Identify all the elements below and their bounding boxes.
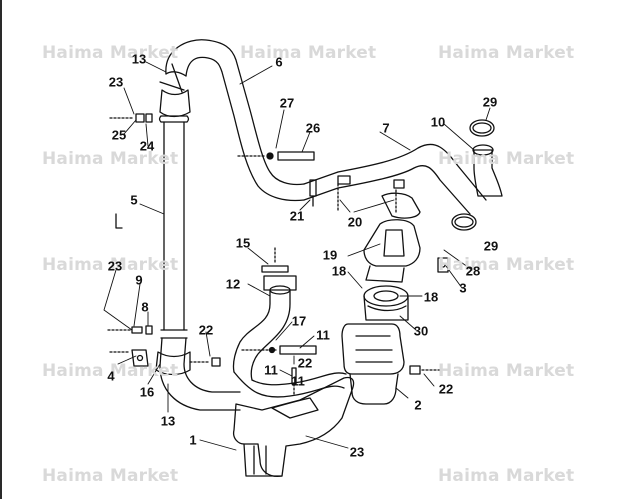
callout-12: 12	[225, 276, 241, 292]
pipe-5	[158, 115, 190, 339]
callout-27: 27	[279, 95, 295, 111]
callout-3: 3	[459, 280, 467, 296]
callout-1: 1	[189, 432, 197, 448]
callout-26: 26	[305, 120, 321, 136]
bolt-8	[107, 325, 153, 335]
duct-2	[341, 323, 405, 405]
watermark: Haima Market	[42, 43, 179, 63]
callout-21: 21	[289, 208, 305, 224]
callout-2: 2	[414, 397, 422, 413]
watermark: Haima Market	[240, 43, 377, 63]
clamp-15	[261, 247, 289, 273]
callout-18: 18	[423, 289, 439, 305]
watermark: Haima Market	[438, 466, 575, 486]
callout-29: 29	[482, 94, 498, 110]
watermark: Haima Market	[438, 361, 575, 381]
callout-28: 28	[465, 263, 481, 279]
hose-13-lower	[155, 337, 241, 411]
callout-11: 11	[264, 362, 278, 378]
leader-lines	[103, 61, 491, 451]
callout-22: 22	[438, 381, 454, 397]
callout-23: 23	[108, 74, 124, 90]
callout-22: 22	[297, 355, 313, 371]
callout-13: 13	[131, 51, 147, 67]
callout-22: 22	[198, 322, 214, 338]
watermark: Haima Market	[42, 149, 179, 169]
callout-30: 30	[413, 323, 429, 339]
callout-15: 15	[235, 235, 251, 251]
callout-9: 9	[135, 272, 143, 288]
component-19	[363, 192, 421, 321]
bolt-22	[189, 357, 443, 375]
bolt-25	[109, 113, 153, 123]
watermark: Haima Market	[42, 361, 179, 381]
pipe-17	[233, 371, 347, 398]
callout-23: 23	[107, 258, 123, 274]
callout-4: 4	[107, 368, 115, 384]
callout-29: 29	[483, 238, 499, 254]
watermark: Haima Market	[42, 466, 179, 486]
callout-16: 16	[139, 384, 155, 400]
callout-17: 17	[291, 313, 307, 329]
bolt-11	[241, 345, 317, 395]
watermark: Haima Market	[42, 255, 179, 275]
bracket-26	[237, 151, 315, 161]
bracket-mark	[115, 213, 123, 229]
part-28	[437, 257, 449, 273]
callout-8: 8	[141, 299, 149, 315]
callout-19: 19	[322, 247, 338, 263]
callout-6: 6	[275, 54, 283, 70]
pipe-12	[232, 275, 297, 381]
callout-10: 10	[430, 114, 446, 130]
callout-11: 11	[291, 373, 305, 389]
callout-18: 18	[331, 263, 347, 279]
assembly-1	[232, 376, 355, 478]
watermark: Haima Market	[438, 255, 575, 275]
callout-24: 24	[139, 138, 155, 154]
watermark: Haima Market	[438, 43, 575, 63]
callout-5: 5	[130, 192, 138, 208]
bracket-4	[109, 349, 149, 367]
callout-11: 11	[316, 327, 330, 343]
callout-25: 25	[111, 127, 127, 143]
clamp-29	[451, 119, 495, 231]
callout-7: 7	[382, 120, 390, 136]
watermark: Haima Market	[438, 149, 575, 169]
hose-6	[159, 39, 305, 202]
callout-20: 20	[347, 214, 363, 230]
left-border	[0, 0, 2, 499]
callout-23: 23	[349, 444, 365, 460]
hose-10	[472, 144, 503, 197]
callout-13: 13	[160, 413, 176, 429]
